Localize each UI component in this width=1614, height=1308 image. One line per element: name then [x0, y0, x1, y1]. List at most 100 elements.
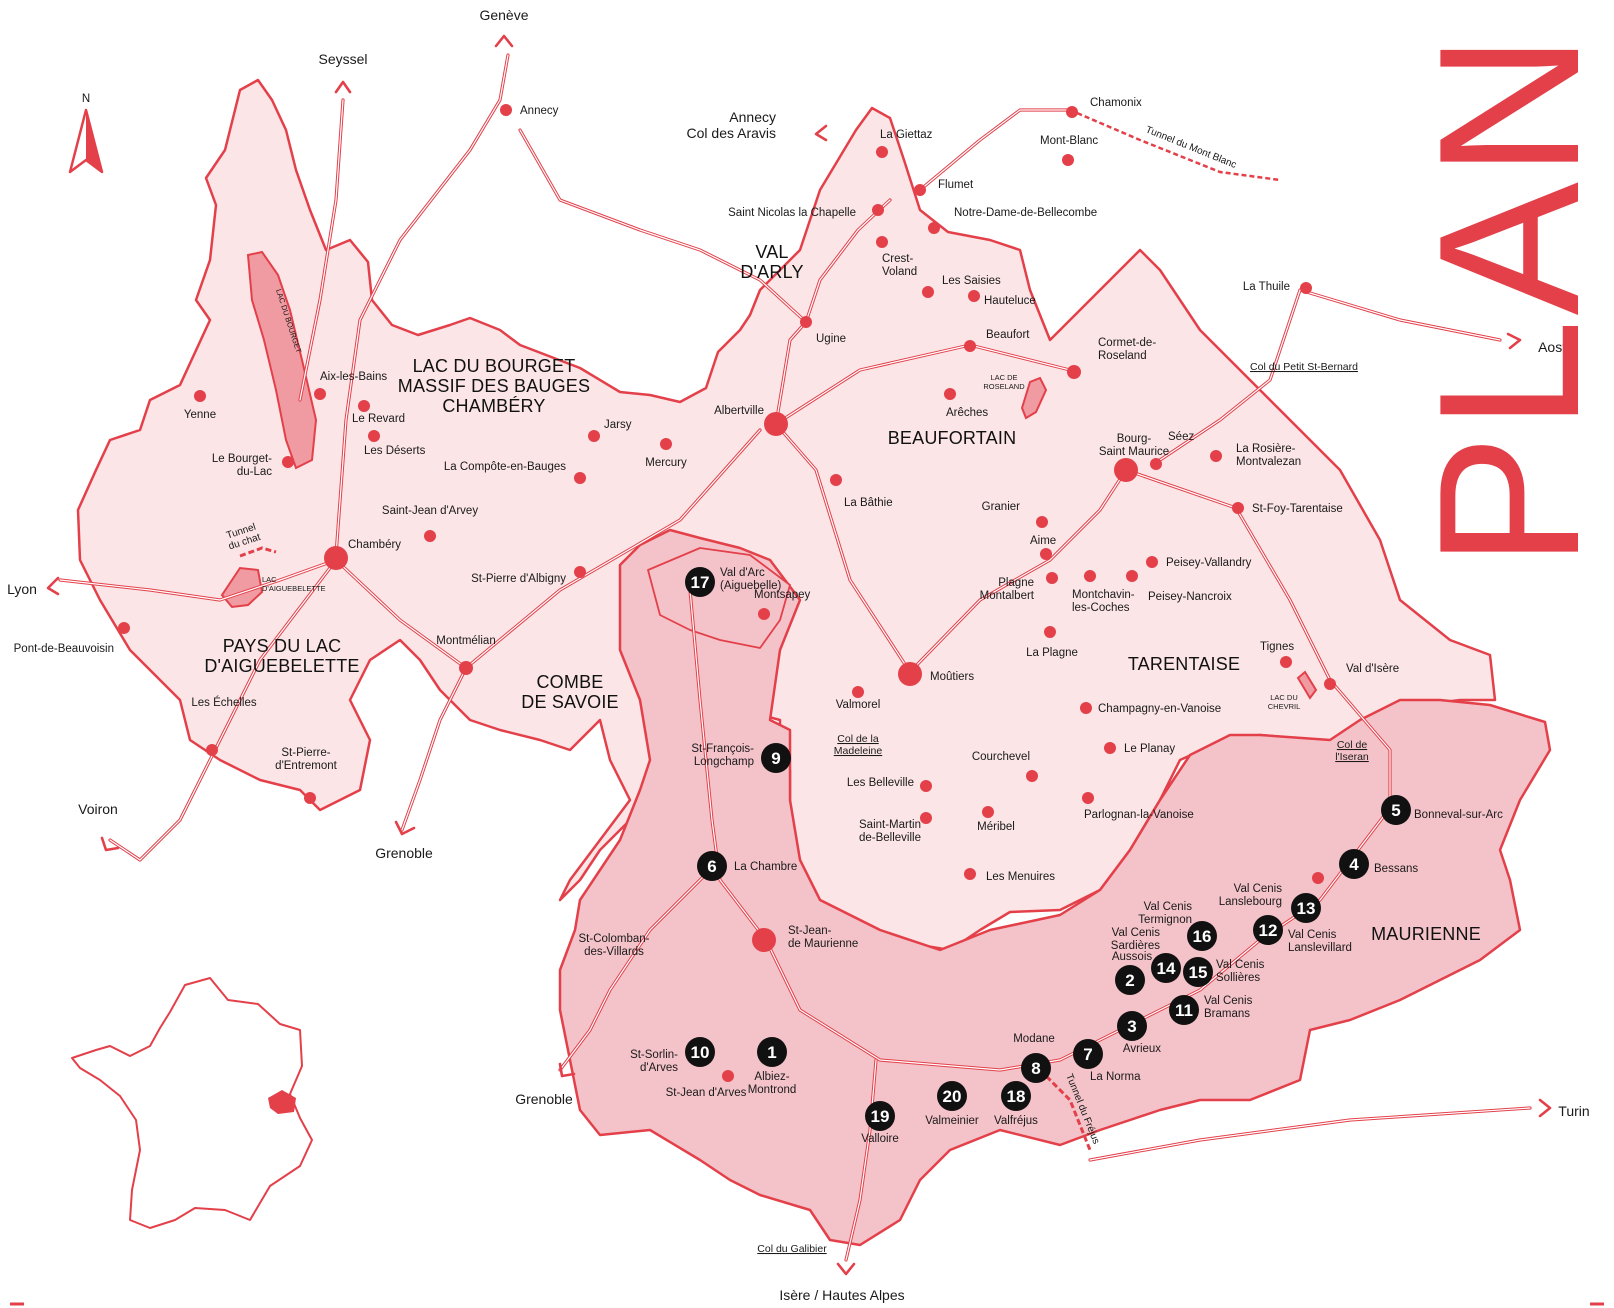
- numbered-label-2-line: Aussois: [1112, 951, 1153, 963]
- region-label-tarentaise: TARENTAISE: [1128, 654, 1240, 674]
- place-label-st-jean-maurienne-line: St-Jean-: [788, 925, 832, 937]
- place-dot: [1084, 570, 1096, 582]
- place-label-st-pierre-albigny: St-Pierre d'Albigny: [471, 573, 566, 585]
- numbered-label-11-line: Val Cenis: [1204, 995, 1253, 1007]
- place-label-yenne: Yenne: [184, 409, 216, 421]
- numbered-badge: [1115, 965, 1145, 995]
- badge-number: 12: [1259, 921, 1278, 940]
- place-label-hauteluce: Hauteluce: [984, 295, 1036, 307]
- destination-label-seyssel: Seyssel: [318, 51, 367, 67]
- place-label-mont-blanc-line: Mont-Blanc: [1040, 135, 1098, 147]
- plan-title-text: PLAN: [1428, 30, 1608, 568]
- badge-number: 9: [771, 749, 780, 768]
- numbered-badge: [865, 1101, 895, 1131]
- numbered-label-7-line: La Norma: [1090, 1071, 1141, 1083]
- place-label-mercury-line: Mercury: [645, 457, 687, 469]
- place-dot: [922, 286, 934, 298]
- numbered-label-17-line: (Aiguebelle): [720, 580, 782, 592]
- place-label-nd-bellecombe: Notre-Dame-de-Bellecombe: [954, 207, 1097, 219]
- numbered-badge: [757, 1037, 787, 1067]
- destination-label-seyssel-line: Seyssel: [318, 51, 367, 67]
- lake-label-lac-aiguebelette-line: D'AIGUEBELETTE: [262, 584, 326, 593]
- badge-number: 16: [1193, 927, 1212, 946]
- place-label-les-saisies-line: Les Saisies: [942, 275, 1001, 287]
- place-dot: [764, 412, 788, 436]
- place-label-val-disere: Val d'Isère: [1346, 663, 1399, 675]
- numbered-badge: [697, 851, 727, 881]
- place-label-peisey-nancroix: Peisey-Nancroix: [1148, 591, 1232, 603]
- numbered-badge: [1151, 953, 1181, 983]
- place-dot: [898, 662, 922, 686]
- place-label-valmorel: Valmorel: [836, 699, 881, 711]
- badge-number: 11: [1175, 1001, 1193, 1020]
- place-label-plagne-montalbert-line: Plagne: [998, 577, 1034, 589]
- numbered-badge: [685, 567, 715, 597]
- place-label-seez-line: Séez: [1168, 431, 1194, 443]
- place-dot: [1040, 548, 1052, 560]
- place-dot: [206, 744, 218, 756]
- badge-number: 13: [1297, 899, 1316, 918]
- place-label-st-jean-arves: St-Jean d'Arves: [666, 1087, 747, 1099]
- numbered-badge: [685, 1037, 715, 1067]
- place-label-st-colomban-line: St-Colomban-: [579, 933, 650, 945]
- numbered-label-6: La Chambre: [734, 861, 797, 873]
- place-label-montchavin: Montchavin-les-Coches: [1072, 589, 1135, 614]
- numbered-label-2: Aussois: [1112, 951, 1153, 963]
- place-label-le-revard: Le Revard: [352, 413, 405, 425]
- numbered-label-19-line: Valloire: [861, 1133, 899, 1145]
- place-label-areches: Arêches: [946, 407, 988, 419]
- place-label-chambery-line: Chambéry: [348, 539, 401, 551]
- numbered-label-18-line: Valfréjus: [994, 1115, 1038, 1127]
- numbered-label-19: Valloire: [861, 1133, 899, 1145]
- numbered-label-10-line: d'Arves: [640, 1062, 678, 1074]
- numbered-label-13-line: Val Cenis: [1234, 883, 1283, 895]
- numbered-label-9-line: St-François-: [691, 743, 754, 755]
- place-label-la-rosiere: La Rosière-Montvalezan: [1236, 443, 1301, 468]
- numbered-label-17: Val d'Arc(Aiguebelle): [720, 567, 782, 592]
- lake-label-lac-aiguebelette-line: LAC: [262, 575, 277, 584]
- place-label-courchevel-line: Courchevel: [972, 751, 1030, 763]
- place-dot: [800, 316, 812, 328]
- place-label-st-martin-line: de-Belleville: [859, 832, 921, 844]
- savoie-department-area: [76, 78, 1497, 952]
- numbered-badge: [1073, 1039, 1103, 1069]
- place-label-peisey-vallandry-line: Peisey-Vallandry: [1166, 557, 1252, 569]
- place-label-crest-voland-line: Voland: [882, 266, 917, 278]
- place-label-seez: Séez: [1168, 431, 1194, 443]
- road-iseran-inner: [1125, 469, 1391, 809]
- place-label-la-thuile: La Thuile: [1243, 281, 1290, 293]
- place-label-peisey-nancroix-line: Peisey-Nancroix: [1148, 591, 1232, 603]
- numbered-label-9-line: Longchamp: [694, 756, 754, 768]
- destination-label-turin-line: Turin: [1558, 1103, 1589, 1119]
- arrow-left-icon: [814, 124, 828, 142]
- numbered-label-1: Albiez-Montrond: [748, 1071, 797, 1096]
- numbered-label-12-line: Lanslevillard: [1288, 942, 1352, 954]
- pass-label-col-madeleine-line: Col de la: [837, 733, 879, 745]
- place-label-aime: Aime: [1030, 535, 1056, 547]
- arrow-up-icon: [334, 80, 352, 94]
- place-label-la-giettaz: La Giettaz: [880, 129, 933, 141]
- place-label-st-foy-line: St-Foy-Tarentaise: [1252, 503, 1343, 515]
- place-dot: [1146, 556, 1158, 568]
- place-label-yenne-line: Yenne: [184, 409, 216, 421]
- place-dot: [872, 204, 884, 216]
- place-label-albertville-line: Albertville: [714, 405, 764, 417]
- lake-label-lac-roseland-line: LAC DE: [990, 373, 1017, 382]
- region-label-pays-du-lac-line: PAYS DU LAC: [223, 636, 342, 656]
- place-label-modane-line: Modane: [1013, 1033, 1055, 1045]
- place-dot: [1324, 678, 1336, 690]
- badge-number: 2: [1125, 971, 1134, 990]
- place-label-crest-voland-line: Crest-: [882, 253, 913, 265]
- place-label-la-bathie-line: La Bâthie: [844, 497, 893, 509]
- lac-du-bourget-shape: [246, 250, 318, 470]
- savoie-highlight: [268, 1090, 296, 1114]
- place-dot: [964, 340, 976, 352]
- badge-number: 17: [691, 573, 710, 592]
- lake-label-lac-chevril-line: LAC DU: [1270, 693, 1298, 702]
- france-locator-map: [71, 977, 313, 1229]
- place-label-la-bathie: La Bâthie: [844, 497, 893, 509]
